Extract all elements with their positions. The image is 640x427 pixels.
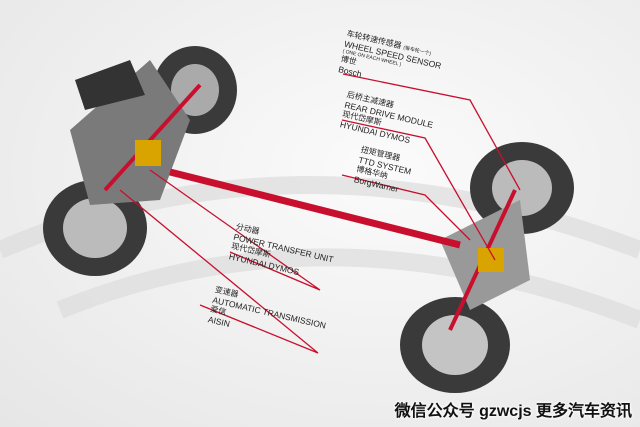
callout-lines — [119, 73, 521, 354]
wheel-rear-right — [470, 142, 574, 234]
rear-drive-module — [478, 248, 504, 272]
watermark: 微信公众号 gzwcjs 更多汽车资讯 — [394, 403, 632, 420]
propeller-shaft — [169, 168, 461, 249]
wheel-rear-left — [400, 297, 510, 393]
wheel-front-left — [43, 180, 147, 276]
power-transfer-unit — [135, 140, 161, 166]
front-axle-shaft — [103, 83, 202, 192]
engine — [70, 60, 190, 205]
engine-cover — [75, 60, 145, 110]
